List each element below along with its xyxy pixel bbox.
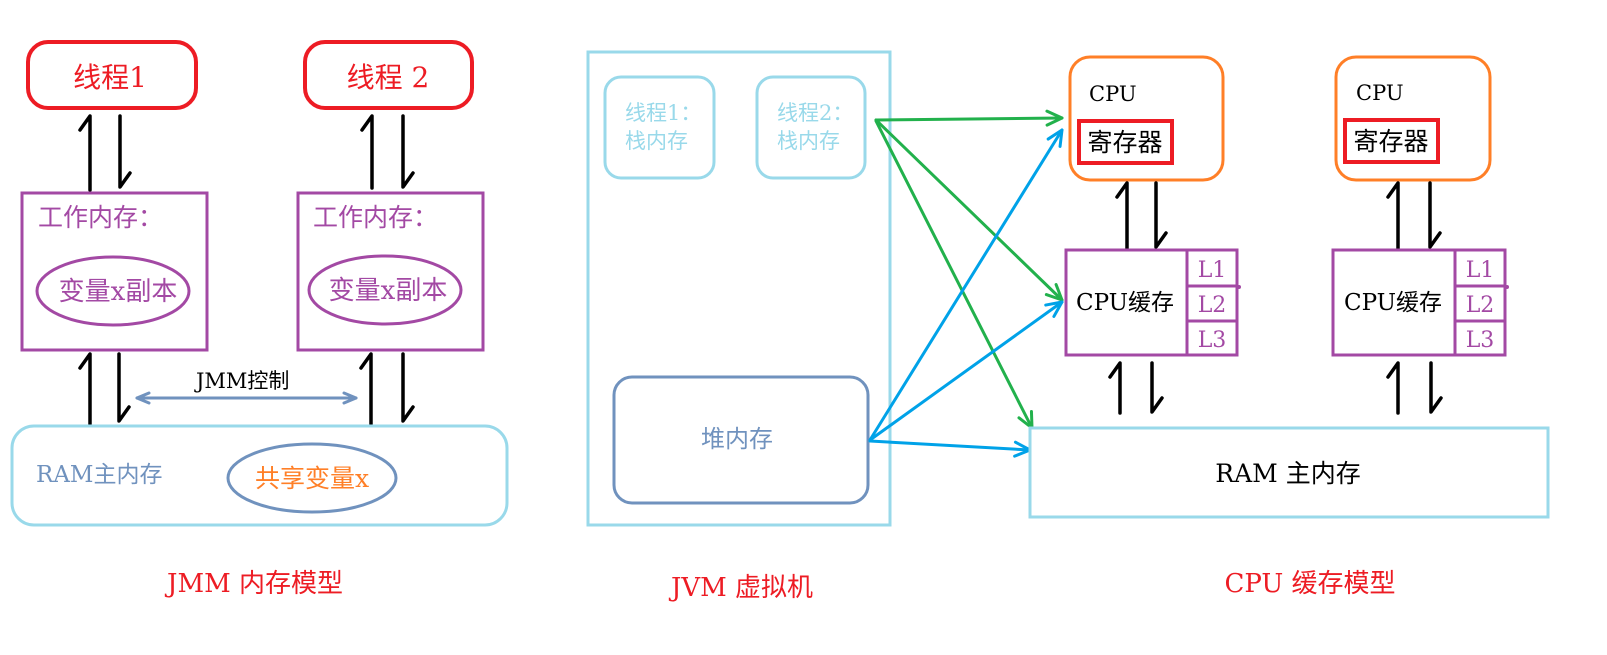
cpu-cache-1-level-l2: L2 <box>1198 293 1227 318</box>
working-memory-1-title: 工作内存： <box>38 203 163 232</box>
working-memory-2-store-arrow <box>401 352 415 423</box>
cpu-cache-1-load-arrow <box>1108 361 1122 415</box>
cpu-cache-2-box <box>1331 248 1507 357</box>
shared-variable-label: 共享变量x <box>255 464 369 493</box>
variable-copy-1-ellipse <box>35 255 191 327</box>
working-memory-2-load-arrow <box>359 352 373 426</box>
jmm-main-memory: RAM主内存 共享变量x <box>10 424 509 527</box>
jvm-stack-2-box <box>755 75 867 180</box>
jmm-main-memory-label: RAM主内存 <box>36 462 162 488</box>
jvm-heap-label: 堆内存 <box>701 425 773 453</box>
heap-to-cpu-arrow <box>868 128 1064 442</box>
cpu-1-label: CPU <box>1089 82 1137 106</box>
cpu-2-label: CPU <box>1356 81 1404 105</box>
jvm-heap: 堆内存 <box>612 375 870 505</box>
jvm-heap-box <box>612 375 870 505</box>
jvm-to-cpu-arrows <box>868 109 1064 458</box>
working-memory-2: 工作内存： 变量x副本 <box>296 191 485 352</box>
cpu-1-read-arrow <box>1115 181 1129 251</box>
cpu-cache-2-label: CPU缓存 <box>1344 290 1442 316</box>
jmm-thread-2: 线程 2 <box>303 40 474 110</box>
jvm-stack-2-title: 线程2： <box>777 101 853 125</box>
jvm-stack-2: 线程2： 栈内存 <box>755 75 867 180</box>
jmm-thread-2-label: 线程 2 <box>347 61 430 94</box>
jvm-stack-1-title: 线程1： <box>625 101 701 125</box>
cpu-2-read-arrow <box>1386 181 1400 251</box>
jvm-stack-1: 线程1： 栈内存 <box>603 75 716 180</box>
jmm-section: 线程1 线程 2 工作内存： 变量x副本 工作内存： 变量x副本 JMM控制 <box>10 40 509 599</box>
cpu-cache-2-level-l2: L2 <box>1466 293 1495 318</box>
working-memory-2-title: 工作内存： <box>313 203 438 232</box>
cpu-2-register-label: 寄存器 <box>1353 127 1428 156</box>
cpu-main-memory: RAM 主内存 <box>1028 426 1550 519</box>
variable-copy-1-label: 变量x副本 <box>59 277 178 307</box>
stack-to-ram-arrow <box>874 119 1034 430</box>
stack-to-cache-arrow <box>874 118 1064 302</box>
variable-copy-2-ellipse <box>307 254 463 326</box>
cpu-1: CPU 寄存器 <box>1068 55 1225 182</box>
working-memory-1-load-arrow <box>78 352 92 426</box>
variable-copy-2-label: 变量x副本 <box>329 276 448 306</box>
working-memory-1: 工作内存： 变量x副本 <box>20 191 209 352</box>
cpu-cache-1-edge-mark <box>1237 285 1241 289</box>
cpu-2-register-box <box>1343 118 1440 164</box>
cpu-cache-1-store-arrow <box>1150 361 1164 414</box>
cpu-cache-1-box <box>1064 248 1239 357</box>
cpu-cache-2-edge-mark <box>1505 285 1509 289</box>
shared-variable-ellipse <box>226 442 398 514</box>
cpu-cache-2-load-arrow <box>1386 361 1400 415</box>
jmm-thread-1-box <box>26 40 198 110</box>
thread-1-read-arrow <box>78 114 92 192</box>
jmm-thread-1: 线程1 <box>26 40 198 110</box>
jvm-section: 线程1： 栈内存 线程2： 栈内存 堆内存 JVM 虚拟机 <box>586 50 892 603</box>
cpu-cache-2-level-l3: L3 <box>1466 328 1495 353</box>
thread-1-write-arrow <box>118 114 132 189</box>
cpu-1-register-box <box>1077 119 1174 165</box>
cpu-caption: CPU 缓存模型 <box>1224 569 1395 599</box>
cpu-cache-2: CPU缓存 L1 L2 L3 <box>1331 248 1509 357</box>
cpu-cache-1-level-l1: L1 <box>1198 258 1227 283</box>
heap-to-ram-arrow <box>868 439 1032 458</box>
cpu-2: CPU 寄存器 <box>1334 55 1492 182</box>
jvm-stack-1-box <box>603 75 716 180</box>
cpu-cache-1-level-l3: L3 <box>1198 328 1227 353</box>
cpu-2-write-arrow <box>1428 181 1442 249</box>
jmm-thread-2-box <box>303 40 474 110</box>
jmm-thread-1-label: 线程1 <box>73 61 147 94</box>
cpu-cache-1-label: CPU缓存 <box>1076 290 1174 316</box>
cpu-1-write-arrow <box>1154 181 1168 249</box>
heap-to-cache-arrow <box>868 300 1064 442</box>
working-memory-1-store-arrow <box>117 352 131 423</box>
jmm-control-label: JMM控制 <box>194 369 289 393</box>
cpu-cache-2-store-arrow <box>1429 361 1443 414</box>
cpu-1-register-label: 寄存器 <box>1087 128 1162 157</box>
jmm-caption: JMM 内存模型 <box>164 569 343 599</box>
cpu-main-memory-box <box>1028 426 1550 519</box>
cpu-section: CPU 寄存器 CPU 寄存器 CPU缓存 L1 L2 L3 <box>1028 55 1550 599</box>
cpu-main-memory-label: RAM 主内存 <box>1215 459 1360 488</box>
cpu-cache-2-level-l1: L1 <box>1466 258 1495 283</box>
jvm-caption: JVM 虚拟机 <box>668 573 813 603</box>
jvm-stack-2-label: 栈内存 <box>777 129 840 153</box>
thread-2-read-arrow <box>360 114 374 190</box>
cpu-cache-1: CPU缓存 L1 L2 L3 <box>1064 248 1241 357</box>
stack-to-cpu-arrow <box>874 109 1064 127</box>
jvm-stack-1-label: 栈内存 <box>625 129 688 153</box>
thread-2-write-arrow <box>401 114 415 189</box>
